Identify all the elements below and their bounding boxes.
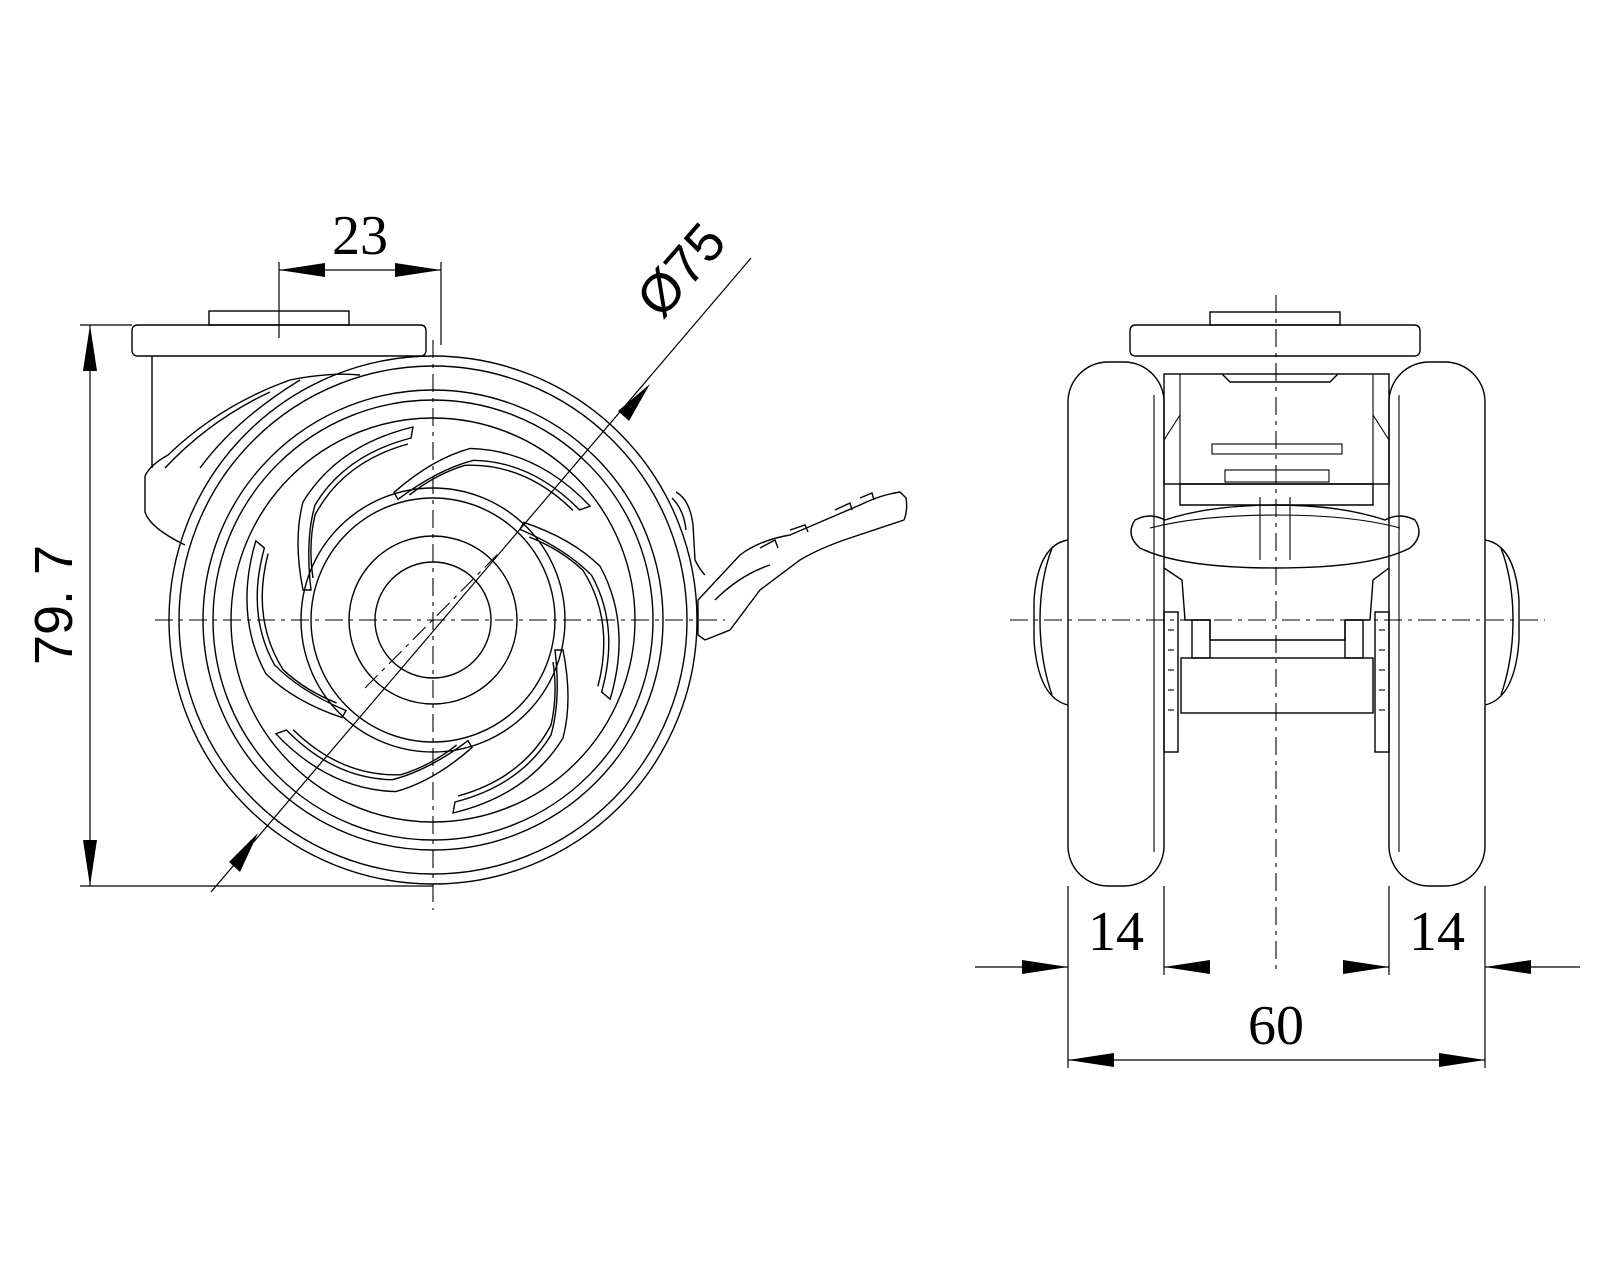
side-view: 23 Ø75 79. 7 bbox=[24, 205, 908, 910]
dim-14-right bbox=[1343, 960, 1580, 974]
side-wheel-spokes bbox=[246, 426, 620, 814]
side-brake-lever bbox=[671, 491, 908, 641]
dim-23-label: 23 bbox=[332, 205, 388, 267]
dim-79-7-label: 79. 7 bbox=[24, 545, 84, 665]
dim-14-right-label: 14 bbox=[1409, 901, 1465, 963]
dim-diameter-75 bbox=[210, 257, 752, 893]
dim-23 bbox=[278, 262, 442, 345]
dim-79-7 bbox=[80, 324, 433, 887]
front-right-wheel bbox=[1388, 361, 1520, 887]
side-housing bbox=[144, 356, 361, 546]
front-left-wheel bbox=[1033, 361, 1165, 887]
dim-14-left bbox=[975, 960, 1210, 974]
front-view: 14 14 60 bbox=[975, 295, 1580, 1068]
front-top-plate bbox=[1129, 311, 1421, 357]
side-center-diagonal bbox=[364, 551, 501, 689]
dim-60-label: 60 bbox=[1248, 995, 1304, 1057]
dim-60 bbox=[1068, 1053, 1485, 1067]
front-brake-pedal bbox=[1130, 497, 1420, 569]
front-axle bbox=[1163, 567, 1390, 753]
dim-diameter-label: Ø75 bbox=[625, 212, 737, 328]
front-fork bbox=[1163, 373, 1390, 506]
dim-14-left-label: 14 bbox=[1088, 901, 1144, 963]
